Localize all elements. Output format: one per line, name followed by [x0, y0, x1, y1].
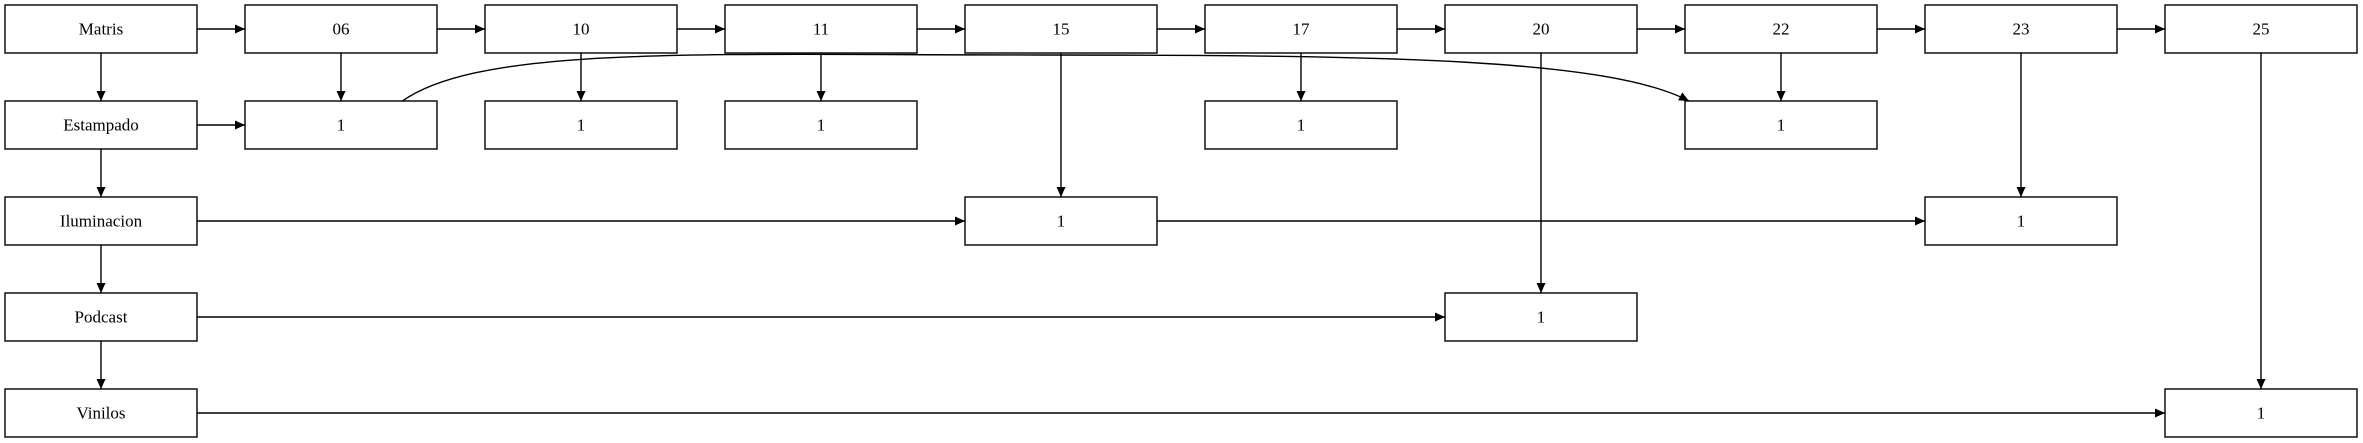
node-e17: 1: [1204, 100, 1398, 150]
node-box: [484, 100, 678, 150]
node-label: 22: [1773, 20, 1790, 39]
node-box: [1924, 4, 2118, 54]
node-estampado: Estampado: [4, 100, 198, 150]
node-box: [1684, 4, 1878, 54]
node-p20: 1: [1444, 292, 1638, 342]
node-box: [244, 100, 438, 150]
node-d23: 23: [1924, 4, 2118, 54]
node-label: Estampado: [63, 116, 139, 135]
node-label: 20: [1533, 20, 1550, 39]
node-box: [2164, 388, 2358, 438]
node-label: 1: [1537, 308, 1546, 327]
node-e10: 1: [484, 100, 678, 150]
node-podcast: Podcast: [4, 292, 198, 342]
node-label: 1: [2257, 404, 2266, 423]
node-label: 1: [1057, 212, 1066, 231]
node-label: Vinilos: [76, 404, 125, 423]
node-d06: 06: [244, 4, 438, 54]
node-box: [484, 4, 678, 54]
node-e11: 1: [724, 100, 918, 150]
node-matris: Matris: [4, 4, 198, 54]
node-box: [1204, 100, 1398, 150]
node-box: [4, 292, 198, 342]
node-e06: 1: [244, 100, 438, 150]
node-d20: 20: [1444, 4, 1638, 54]
node-label: 1: [577, 116, 586, 135]
node-label: 15: [1053, 20, 1070, 39]
node-label: 11: [813, 20, 829, 39]
node-box: [4, 196, 198, 246]
node-iluminacion: Iluminacion: [4, 196, 198, 246]
node-box: [1204, 4, 1398, 54]
node-label: 1: [337, 116, 346, 135]
node-vinilos: Vinilos: [4, 388, 198, 438]
node-box: [4, 100, 198, 150]
node-label: 10: [573, 20, 590, 39]
node-i23: 1: [1924, 196, 2118, 246]
node-d22: 22: [1684, 4, 1878, 54]
node-d11: 11: [724, 4, 918, 54]
node-label: 06: [333, 20, 350, 39]
node-label: 17: [1293, 20, 1311, 39]
node-label: 1: [817, 116, 826, 135]
node-label: 23: [2013, 20, 2030, 39]
node-box: [4, 4, 198, 54]
node-d15: 15: [964, 4, 1158, 54]
node-label: Matris: [79, 20, 123, 39]
node-box: [1444, 4, 1638, 54]
node-box: [724, 100, 918, 150]
node-label: 25: [2253, 20, 2270, 39]
node-box: [1444, 292, 1638, 342]
node-label: 1: [1297, 116, 1306, 135]
node-label: 1: [1777, 116, 1786, 135]
node-box: [964, 196, 1158, 246]
node-box: [724, 4, 918, 54]
edge-e06-e22: [391, 53, 1690, 111]
node-box: [964, 4, 1158, 54]
edges-layer: [96, 24, 2266, 418]
node-i15: 1: [964, 196, 1158, 246]
node-label: 1: [2017, 212, 2026, 231]
node-box: [1684, 100, 1878, 150]
node-box: [244, 4, 438, 54]
node-box: [4, 388, 198, 438]
node-d10: 10: [484, 4, 678, 54]
node-e22: 1: [1684, 100, 1878, 150]
node-box: [2164, 4, 2358, 54]
node-d25: 25: [2164, 4, 2358, 54]
node-label: Podcast: [75, 308, 128, 327]
node-d17: 17: [1204, 4, 1398, 54]
node-v25: 1: [2164, 388, 2358, 438]
node-box: [1924, 196, 2118, 246]
node-label: Iluminacion: [60, 212, 143, 231]
